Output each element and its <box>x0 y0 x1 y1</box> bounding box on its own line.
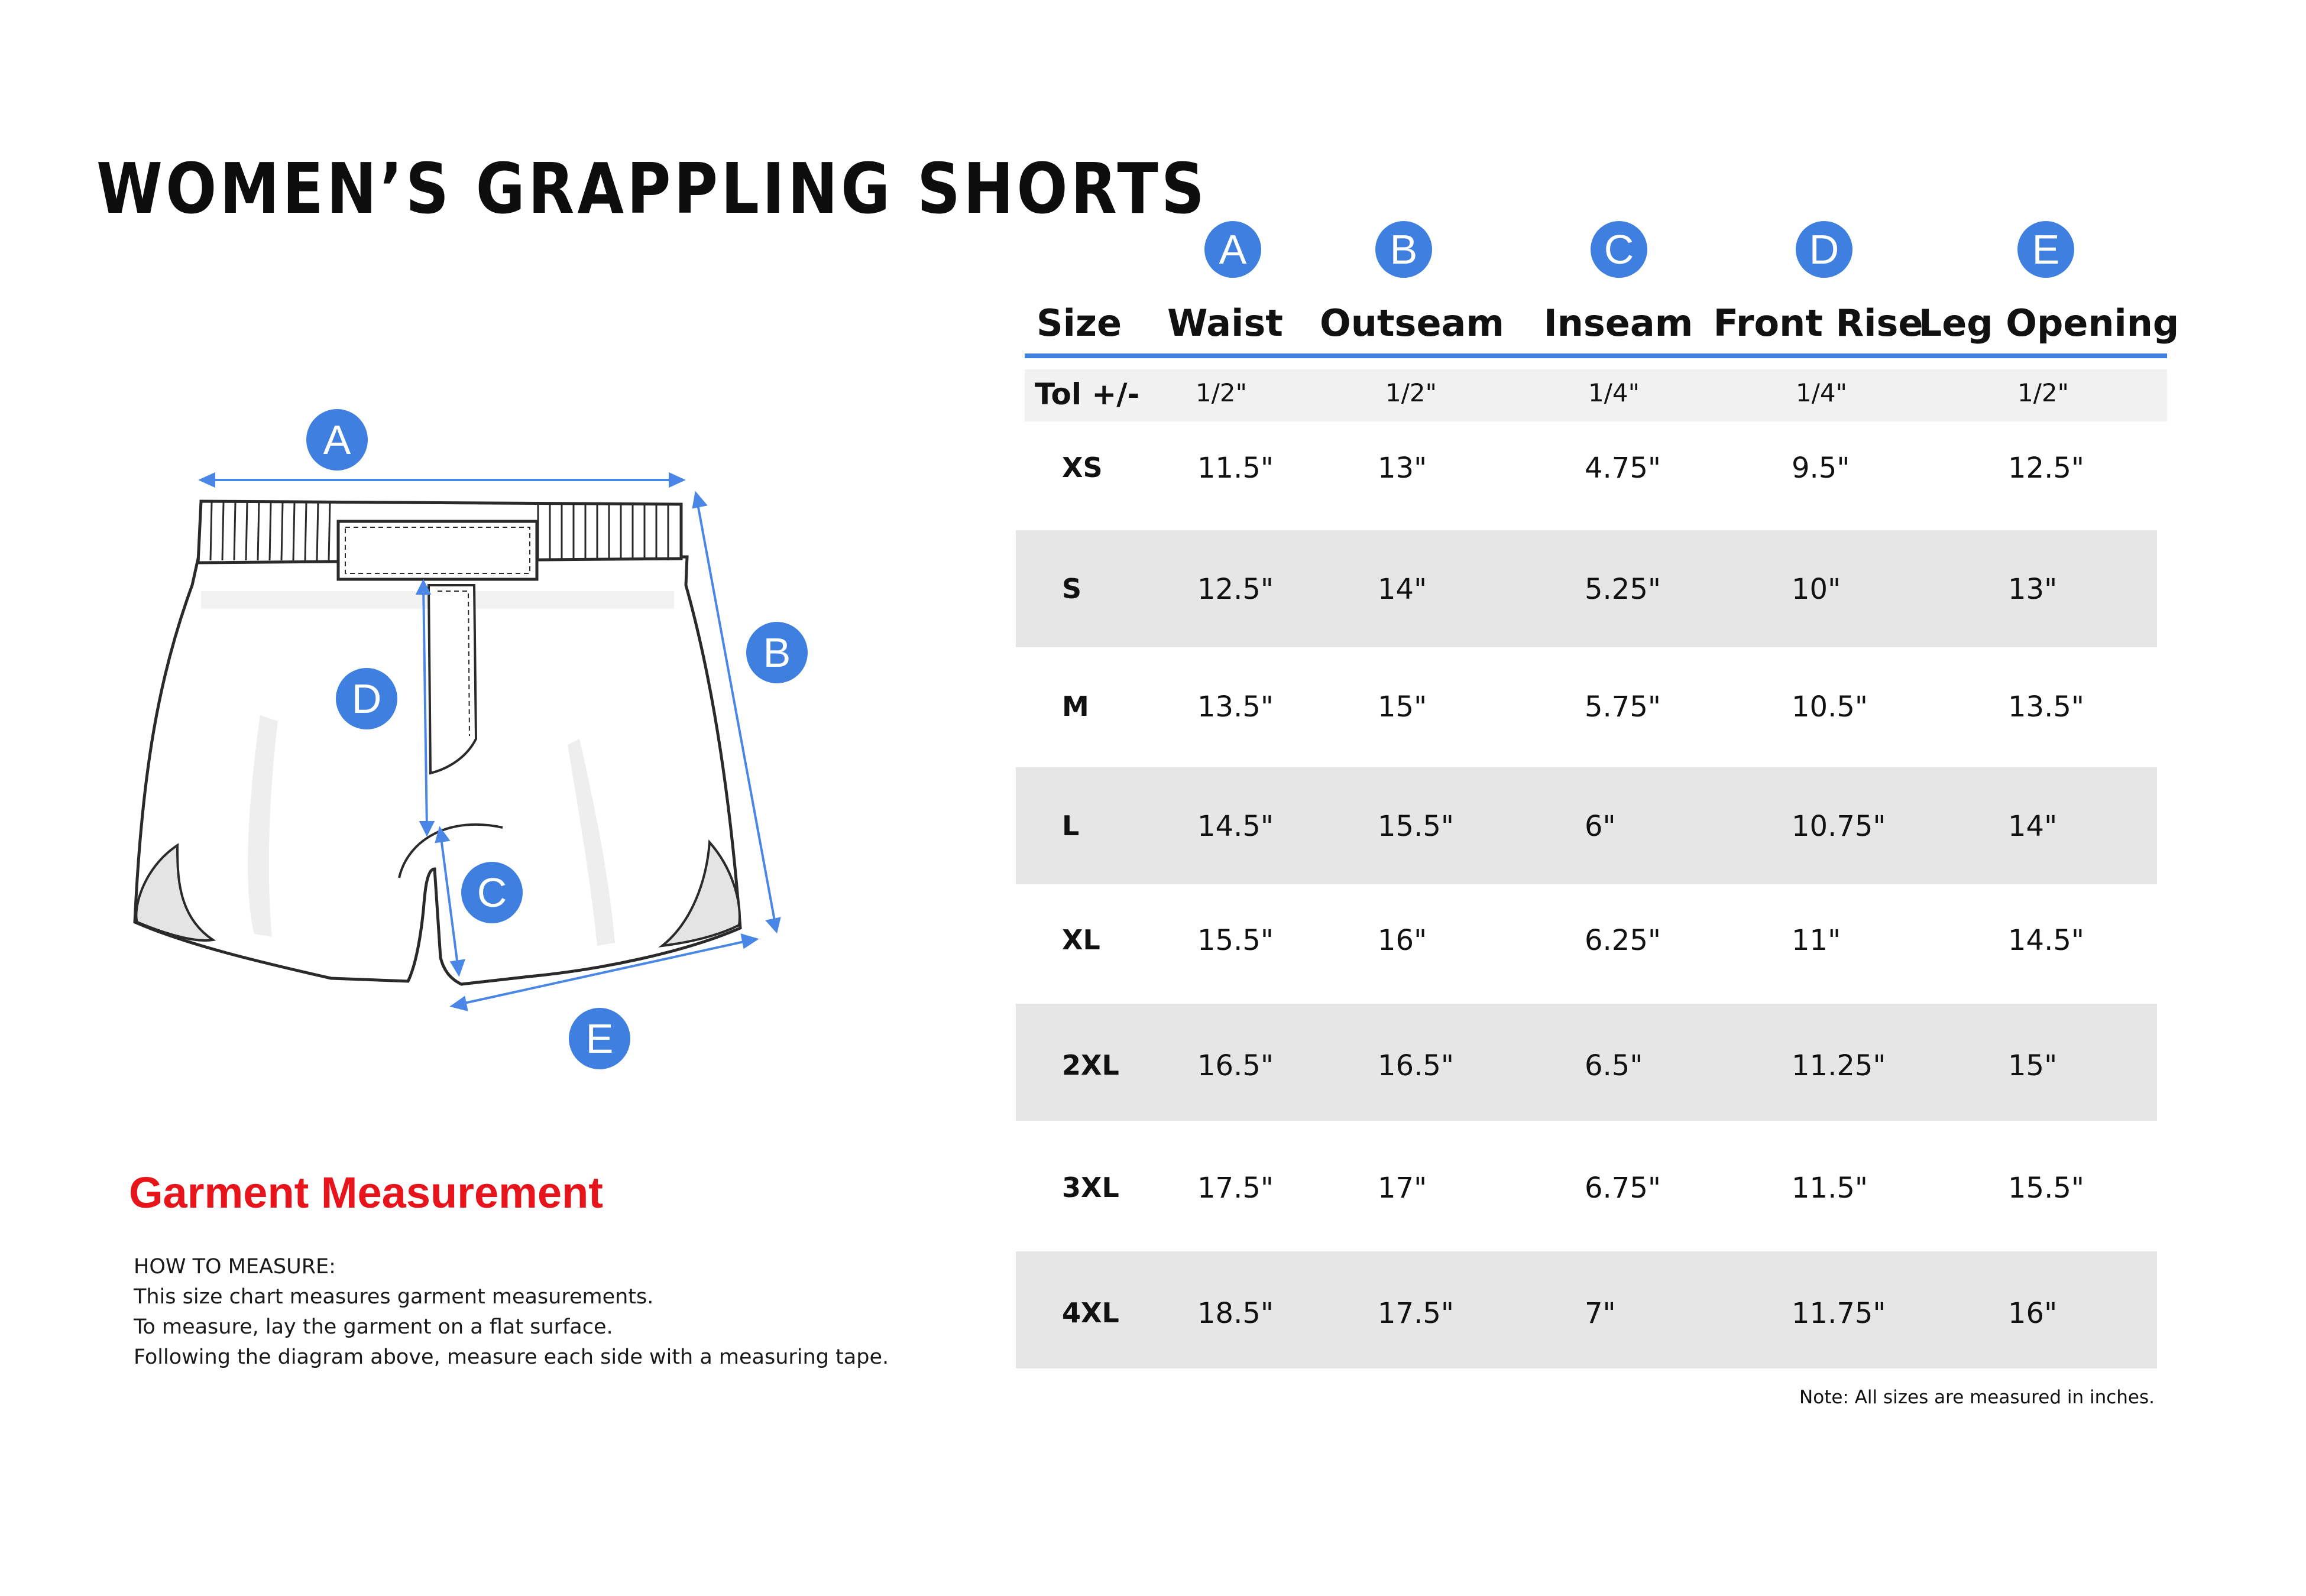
size-label: XL <box>1062 924 1100 956</box>
front-rise-line <box>422 585 428 831</box>
table-cell: 4.75" <box>1585 452 1661 485</box>
table-cell: 14.5" <box>2008 924 2084 957</box>
table-cell: 5.25" <box>1585 573 1661 606</box>
column-badge-a: A <box>1204 221 1261 278</box>
column-badge-d: D <box>1796 221 1852 278</box>
table-cell: 11.5" <box>1197 452 1274 485</box>
garment-measurement-heading: Garment Measurement <box>129 1168 603 1217</box>
table-cell: 17.5" <box>1197 1172 1274 1205</box>
table-cell: 15.5" <box>2008 1172 2084 1205</box>
table-cell: 15" <box>1378 690 1427 724</box>
row-band-2xl <box>1016 1004 2157 1121</box>
tolerance-inseam: 1/4" <box>1588 378 1640 407</box>
table-cell: 12.5" <box>1197 573 1274 606</box>
table-cell: 16.5" <box>1378 1049 1454 1082</box>
how-to-line: To measure, lay the garment on a flat su… <box>134 1315 613 1339</box>
table-cell: 6" <box>1585 810 1616 843</box>
size-label: S <box>1062 573 1082 605</box>
header-underline <box>1025 353 2167 358</box>
size-label: M <box>1062 690 1089 722</box>
diagram-marker-d: D <box>336 668 397 729</box>
column-badge-e: E <box>2017 221 2074 278</box>
table-cell: 13.5" <box>2008 690 2084 724</box>
table-cell: 14" <box>1378 573 1427 606</box>
how-to-line: Following the diagram above, measure eac… <box>134 1345 889 1369</box>
table-cell: 14.5" <box>1197 810 1274 843</box>
table-cell: 10.5" <box>1792 690 1868 724</box>
tolerance-waist: 1/2" <box>1196 378 1247 407</box>
table-cell: 13" <box>2008 573 2058 606</box>
diagram-marker-c: C <box>461 862 523 923</box>
diagram-marker-a: A <box>306 409 368 471</box>
waistband-patch <box>336 520 539 581</box>
table-cell: 17" <box>1378 1172 1427 1205</box>
table-cell: 13" <box>1378 452 1427 485</box>
how-to-line: HOW TO MEASURE: <box>134 1255 336 1279</box>
table-cell: 10" <box>1792 573 1841 606</box>
table-cell: 11.5" <box>1792 1172 1868 1205</box>
table-cell: 15" <box>2008 1049 2058 1082</box>
shorts-diagram <box>133 472 781 1011</box>
header-waist: Waist <box>1167 301 1283 345</box>
header-leg-opening: Leg Opening <box>1918 301 2179 345</box>
table-cell: 6.75" <box>1585 1172 1661 1205</box>
table-cell: 14" <box>2008 810 2058 843</box>
table-cell: 11.25" <box>1792 1049 1886 1082</box>
table-cell: 16.5" <box>1197 1049 1274 1082</box>
row-band-s <box>1016 530 2157 647</box>
header-outseam: Outseam <box>1320 301 1504 345</box>
size-label: 4XL <box>1062 1297 1119 1329</box>
tolerance-leg-opening: 1/2" <box>2017 378 2069 407</box>
table-cell: 16" <box>2008 1297 2058 1330</box>
inseam-line <box>439 833 459 970</box>
how-to-line: This size chart measures garment measure… <box>134 1285 654 1309</box>
table-cell: 6.5" <box>1585 1049 1643 1082</box>
page-title: WOMEN’S GRAPPLING SHORTS <box>96 148 1208 229</box>
tolerance-front-rise: 1/4" <box>1796 378 1847 407</box>
size-label: 2XL <box>1062 1049 1119 1081</box>
table-cell: 15.5" <box>1378 810 1454 843</box>
diagram-marker-b: B <box>746 622 808 683</box>
row-band-l <box>1016 767 2157 884</box>
size-label: L <box>1062 810 1080 842</box>
table-cell: 5.75" <box>1585 690 1661 724</box>
table-cell: 11.75" <box>1792 1297 1886 1330</box>
table-cell: 16" <box>1378 924 1427 957</box>
table-cell: 13.5" <box>1197 690 1274 724</box>
size-label: 3XL <box>1062 1172 1119 1204</box>
table-cell: 18.5" <box>1197 1297 1274 1330</box>
table-cell: 9.5" <box>1792 452 1850 485</box>
table-note: Note: All sizes are measured in inches. <box>1799 1387 2155 1408</box>
header-front-rise: Front Rise <box>1713 301 1923 345</box>
table-cell: 6.25" <box>1585 924 1661 957</box>
table-cell: 11" <box>1792 924 1841 957</box>
table-cell: 7" <box>1585 1297 1616 1330</box>
outseam-line <box>695 497 777 927</box>
how-to-measure: HOW TO MEASURE: This size chart measures… <box>134 1252 889 1373</box>
tolerance-outseam: 1/2" <box>1385 378 1437 407</box>
column-badge-b: B <box>1375 221 1432 278</box>
row-band-4xl <box>1016 1251 2157 1368</box>
tolerance-row <box>1025 369 2167 421</box>
leg-opening-line <box>456 939 753 1006</box>
table-cell: 15.5" <box>1197 924 1274 957</box>
header-inseam: Inseam <box>1543 301 1693 345</box>
table-cell: 12.5" <box>2008 452 2084 485</box>
fly <box>427 584 478 775</box>
header-size: Size <box>1036 301 1122 345</box>
size-label: XS <box>1062 452 1103 484</box>
column-badge-c: C <box>1591 221 1647 278</box>
tolerance-label: Tol +/- <box>1035 377 1140 411</box>
diagram-marker-e: E <box>569 1008 630 1069</box>
table-cell: 17.5" <box>1378 1297 1454 1330</box>
table-cell: 10.75" <box>1792 810 1886 843</box>
